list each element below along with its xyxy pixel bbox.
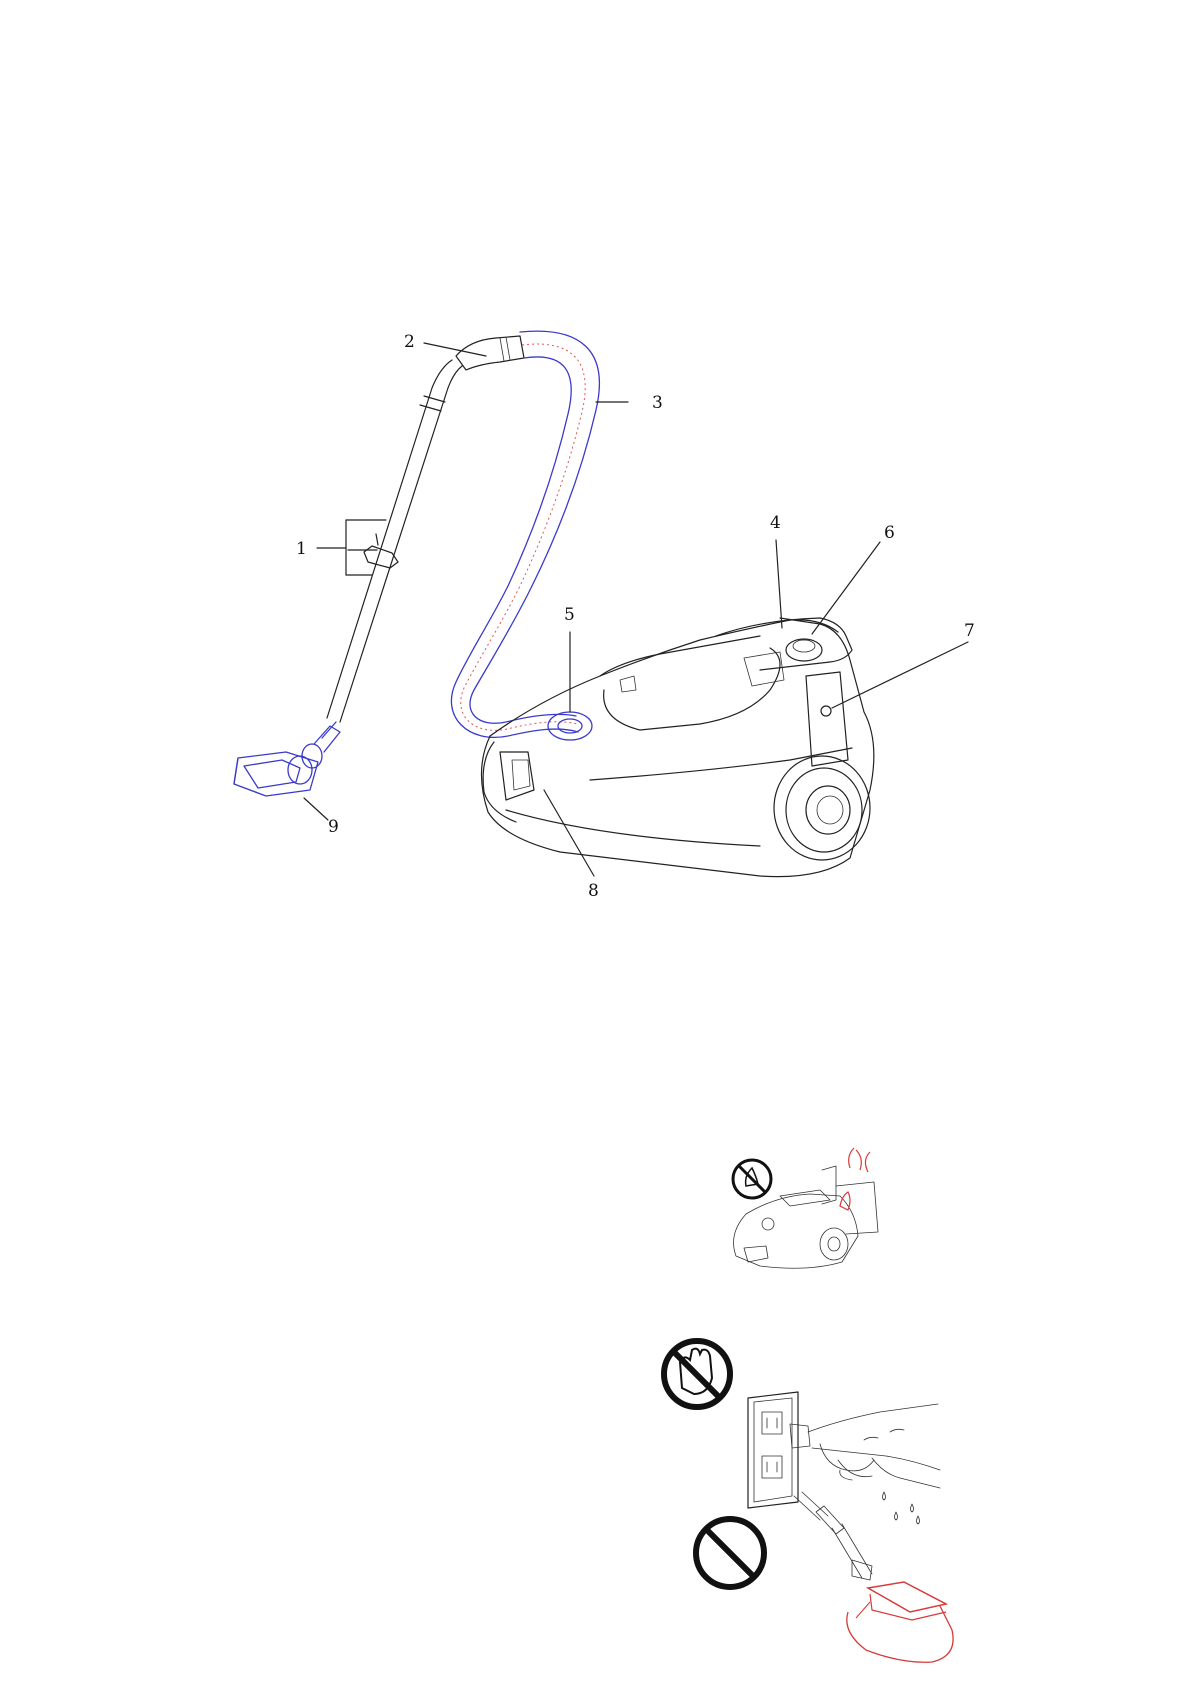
hose-handle (456, 336, 524, 370)
callout-8: 8 (588, 881, 599, 901)
no-wet-hands-icon (664, 1341, 730, 1407)
hand-on-plug-illustration (790, 1404, 940, 1524)
cord-rewind-button (821, 706, 831, 716)
no-fire-icon (733, 1160, 771, 1198)
floor-nozzle (234, 722, 340, 796)
nozzle-on-wet-floor-illustration (794, 1492, 953, 1662)
vacuum-parts-diagram: 1 2 3 4 5 6 7 8 9 (234, 331, 975, 901)
warning-no-fire (733, 1148, 878, 1268)
telescopic-wand (327, 360, 462, 722)
callout-6: 6 (884, 523, 895, 543)
warning-no-wet-hands (664, 1341, 940, 1524)
callout-3: 3 (652, 393, 663, 413)
callout-9: 9 (328, 817, 339, 837)
callout-4: 4 (770, 513, 781, 533)
power-dial (786, 639, 822, 661)
callout-5: 5 (564, 605, 575, 625)
flexible-hose (451, 331, 599, 737)
warning-no-wet-floor (696, 1492, 953, 1662)
callout-2: 2 (404, 332, 415, 352)
vacuum-near-ashes-illustration (734, 1148, 878, 1268)
vacuum-body (481, 618, 873, 877)
callout-numbers: 1 2 3 4 5 6 7 8 9 (296, 332, 975, 901)
callout-1: 1 (296, 539, 307, 559)
prohibited-icon (696, 1519, 764, 1587)
rear-wheel (774, 756, 870, 860)
hose-inlet (548, 712, 592, 740)
wall-outlet-illustration (748, 1392, 798, 1508)
callout-7: 7 (964, 621, 975, 641)
